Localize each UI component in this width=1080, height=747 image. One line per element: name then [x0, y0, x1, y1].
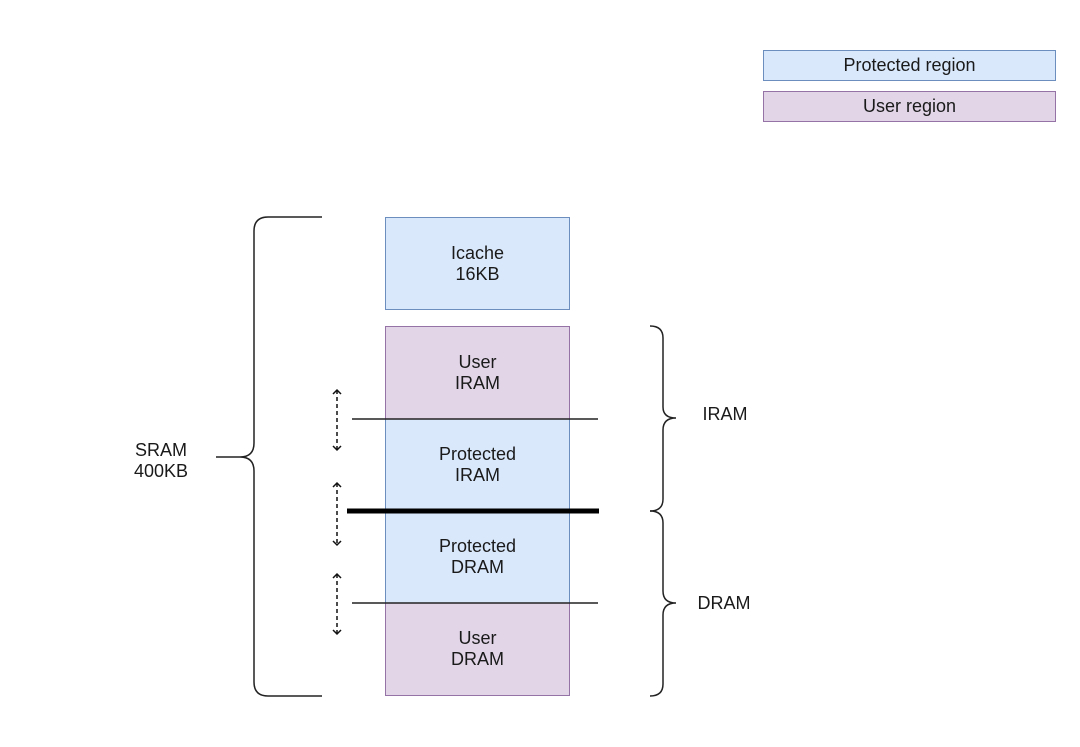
dram-brace — [649, 510, 677, 697]
user-iram-label-2: IRAM — [455, 373, 500, 393]
user-dram-label-1: User — [458, 628, 497, 648]
protected-dram-label-1: Protected — [438, 536, 517, 556]
iram-brace — [649, 325, 677, 512]
user-iram-block: User IRAM — [385, 326, 570, 419]
sram-label-size: 400KB — [133, 461, 189, 481]
legend-user-region: User region — [763, 91, 1056, 122]
icache-block: Icache 16KB — [385, 217, 570, 310]
dram-label: DRAM — [697, 593, 751, 613]
iram-label: IRAM — [702, 404, 748, 424]
protected-iram-label-2: IRAM — [455, 465, 500, 485]
legend-protected-label: Protected region — [843, 55, 976, 75]
protected-dram-block: Protected DRAM — [385, 511, 570, 603]
icache-size: 16KB — [455, 263, 500, 284]
protected-dram-label-2: DRAM — [451, 557, 504, 577]
user-iram-label-1: User — [458, 352, 497, 372]
user-dram-label-2: DRAM — [451, 649, 504, 669]
sram-brace — [216, 216, 322, 697]
icache-label: Icache — [450, 242, 505, 263]
protected-iram-label-1: Protected — [438, 444, 517, 464]
sram-label-name: SRAM — [134, 440, 187, 460]
legend-protected-region: Protected region — [763, 50, 1056, 81]
protected-iram-block: Protected IRAM — [385, 419, 570, 511]
sram-label: SRAM 400KB — [118, 440, 204, 482]
legend-user-label: User region — [862, 96, 957, 116]
user-dram-block: User DRAM — [385, 603, 570, 696]
